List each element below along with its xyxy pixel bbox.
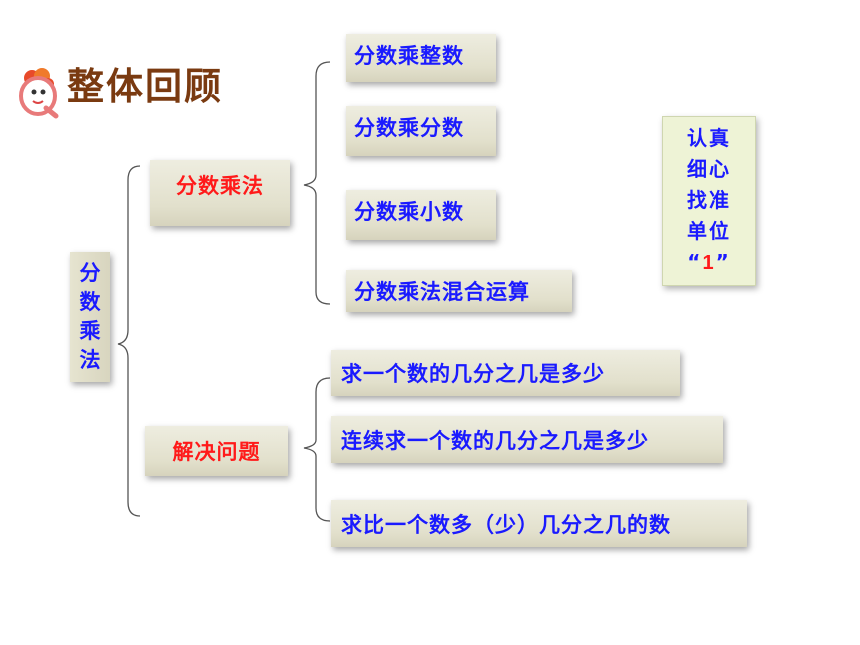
root-bracket <box>117 165 141 517</box>
root-node: 分 数 乘 法 <box>70 252 110 382</box>
branch-solve: 解决问题 <box>145 426 288 476</box>
branch-multiply-label: 分数乘法 <box>176 174 264 198</box>
branch-multiply: 分数乘法 <box>150 160 290 226</box>
note-line: 认真 <box>687 126 731 150</box>
node-solve-consecutive: 连续求一个数的几分之几是多少 <box>331 416 723 463</box>
root-char: 分 <box>79 261 101 285</box>
node-solve-compare: 求比一个数多（少）几分之几的数 <box>331 500 747 547</box>
node-multiply-fraction: 分数乘分数 <box>346 106 496 156</box>
node-multiply-mixed: 分数乘法混合运算 <box>346 270 572 312</box>
q-logo-icon <box>14 58 64 120</box>
page-title: 整体回顾 <box>67 64 223 108</box>
note-line: 单位 <box>687 219 731 243</box>
root-char: 乘 <box>79 319 101 343</box>
root-char: 法 <box>79 348 101 372</box>
root-char: 数 <box>79 290 101 314</box>
branch-solve-label: 解决问题 <box>172 440 261 464</box>
note-unit-one: “1” <box>687 250 731 274</box>
reminder-note: 认真 细心 找准 单位 “1” <box>662 116 756 286</box>
node-multiply-whole: 分数乘整数 <box>346 34 496 82</box>
note-line: 细心 <box>687 157 731 181</box>
node-solve-part: 求一个数的几分之几是多少 <box>331 350 680 396</box>
note-line: 找准 <box>687 188 731 212</box>
multiply-bracket <box>303 61 331 305</box>
node-multiply-decimal: 分数乘小数 <box>346 190 496 240</box>
solve-bracket <box>303 377 331 522</box>
